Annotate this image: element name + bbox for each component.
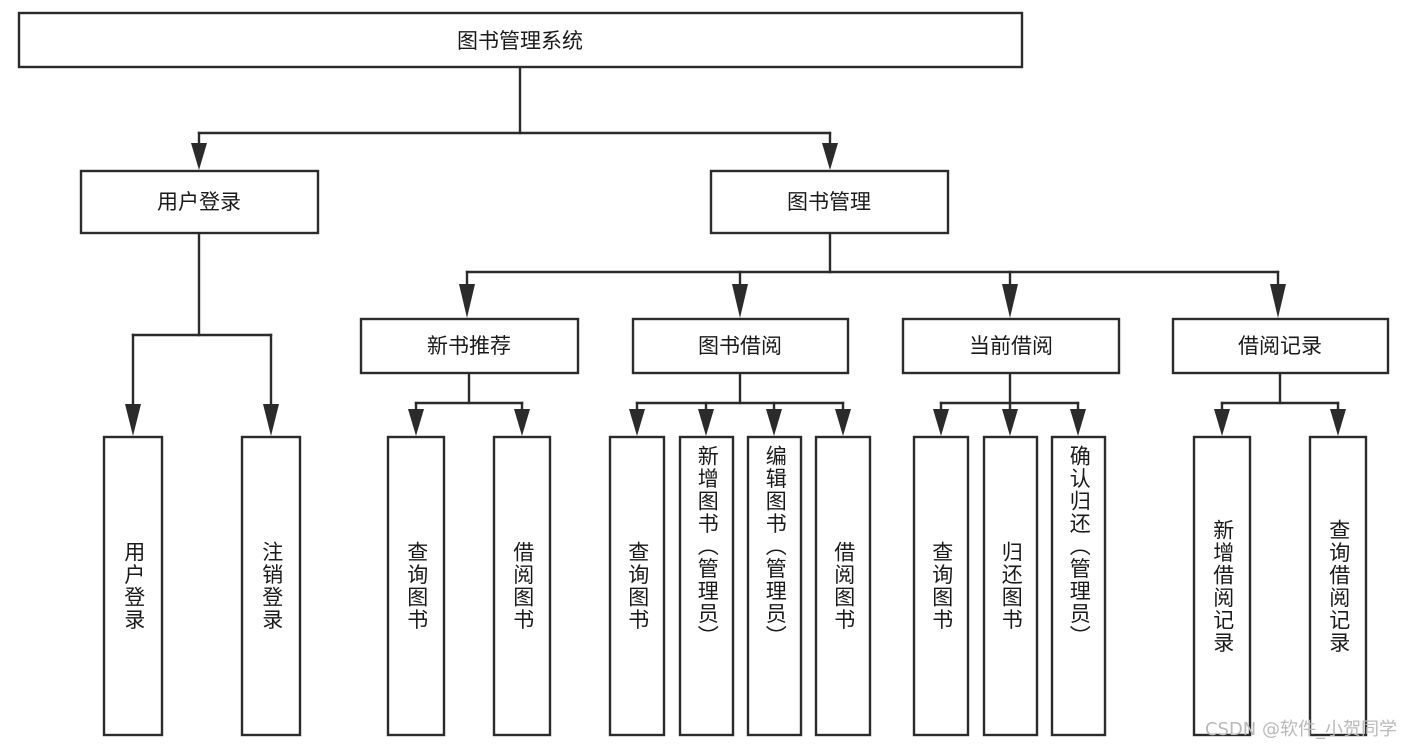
leaf-cb-return-box[interactable] bbox=[982, 435, 1039, 737]
arrow-to-cb-confirm bbox=[1070, 409, 1086, 436]
node-book-borrow-label: 图书借阅 bbox=[698, 334, 782, 358]
arrow-to-cb-return bbox=[1002, 409, 1018, 436]
node-new-book-box[interactable] bbox=[359, 317, 580, 375]
node-borrow-record-box[interactable] bbox=[1171, 317, 1390, 375]
node-new-book-label: 新书推荐 bbox=[427, 334, 511, 358]
leaf-logout-box[interactable] bbox=[240, 435, 302, 737]
arrow-to-new-book bbox=[459, 284, 475, 318]
leaf-bb-borrow-box[interactable] bbox=[814, 435, 872, 737]
node-boxes bbox=[17, 11, 1390, 737]
node-root-box[interactable] bbox=[17, 11, 1024, 69]
node-current-borrow-label: 当前借阅 bbox=[969, 334, 1053, 358]
node-current-borrow-box[interactable] bbox=[901, 317, 1121, 375]
arrow-to-user-login bbox=[191, 143, 207, 170]
arrow-to-br-add bbox=[1214, 409, 1230, 436]
arrow-to-br-query bbox=[1330, 409, 1346, 436]
leaf-user-login-box[interactable] bbox=[102, 435, 164, 737]
horizontal-labels: 图书管理系统 用户登录 图书管理 新书推荐 图书借阅 当前借阅 借阅记录 bbox=[157, 29, 1322, 358]
node-book-manage-box[interactable] bbox=[709, 169, 950, 235]
leaf-br-add-box[interactable] bbox=[1192, 435, 1252, 737]
arrow-to-book-manage bbox=[822, 143, 838, 170]
arrow-to-bb-query bbox=[629, 409, 645, 436]
node-book-manage-label: 图书管理 bbox=[787, 190, 871, 214]
leaf-nb-borrow-box[interactable] bbox=[492, 435, 552, 737]
node-root-label: 图书管理系统 bbox=[457, 29, 583, 53]
arrow-to-bb-borrow bbox=[835, 409, 851, 436]
leaf-cb-query-box[interactable] bbox=[912, 435, 970, 737]
leaf-nb-query-box[interactable] bbox=[386, 435, 446, 737]
arrow-to-bb-add bbox=[698, 409, 714, 436]
leaf-bb-query-box[interactable] bbox=[608, 435, 666, 737]
arrow-to-leaf-user-login bbox=[125, 404, 141, 436]
node-borrow-record-label: 借阅记录 bbox=[1238, 334, 1322, 358]
connectors bbox=[125, 65, 1346, 436]
leaf-br-query-box[interactable] bbox=[1308, 435, 1368, 737]
leaf-bb-edit-box[interactable] bbox=[746, 435, 803, 737]
arrow-to-current-borrow bbox=[1002, 284, 1018, 318]
leaf-cb-confirm-box[interactable] bbox=[1050, 435, 1107, 737]
leaf-bb-add-box[interactable] bbox=[678, 435, 735, 737]
arrow-to-borrow-record bbox=[1270, 284, 1286, 318]
arrow-to-leaf-logout bbox=[263, 404, 279, 436]
node-book-borrow-box[interactable] bbox=[631, 317, 850, 375]
arrow-to-nb-query bbox=[408, 409, 424, 436]
node-user-login-box[interactable] bbox=[79, 169, 320, 235]
arrow-to-nb-borrow bbox=[514, 409, 530, 436]
arrow-to-cb-query bbox=[933, 409, 949, 436]
node-user-login-label: 用户登录 bbox=[157, 190, 241, 214]
arrow-to-bb-edit bbox=[766, 409, 782, 436]
arrow-to-book-borrow bbox=[732, 284, 748, 318]
